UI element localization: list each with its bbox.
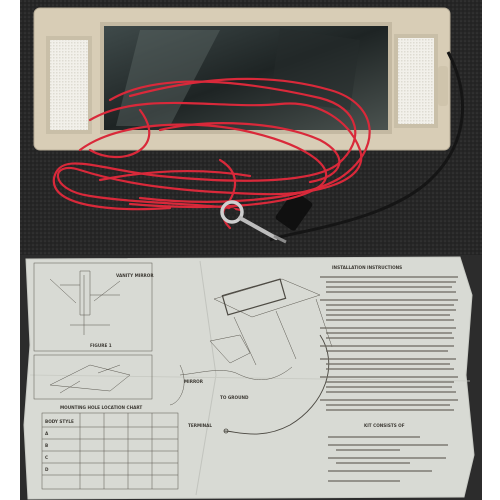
chart-heading: MOUNTING HOLE LOCATION CHART — [60, 405, 142, 410]
instructions-heading: INSTALLATION INSTRUCTIONS — [332, 265, 402, 270]
mounting-hole-chart: MOUNTING HOLE LOCATION CHART BODY STYLE … — [41, 405, 179, 490]
chart-row-label: A — [45, 431, 49, 436]
figure-2-diagram — [33, 354, 153, 400]
figure-1-diagram: VANITY MIRROR FIGURE 1 — [33, 262, 154, 352]
ground-label: TO GROUND — [220, 395, 249, 400]
wire-connector — [275, 191, 313, 231]
chart-row-label: C — [45, 455, 48, 460]
kit-list-lines — [328, 436, 448, 482]
figure-label: FIGURE 1 — [90, 343, 112, 348]
wiring-diagram: TO GROUND TERMINAL MIRROR — [169, 278, 333, 435]
chart-row-label: D — [45, 467, 49, 472]
black-wire — [269, 51, 465, 242]
chart-row-label: B — [45, 443, 48, 448]
instruction-sheet-photo: VANITY MIRROR FIGURE 1 MOUNTING HOLE LOC… — [20, 255, 482, 500]
chart-row-label: BODY STYLE — [45, 419, 74, 424]
instruction-sheet-image: VANITY MIRROR FIGURE 1 MOUNTING HOLE LOC… — [20, 255, 482, 500]
mirror-label: MIRROR — [184, 379, 204, 384]
instructions-column: INSTALLATION INSTRUCTIONS KIT CONSISTS O… — [320, 265, 458, 482]
vanity-mirror-image — [20, 0, 482, 255]
ring-terminal — [220, 200, 287, 244]
kit-heading: KIT CONSISTS OF — [364, 423, 405, 428]
instruction-text-lines — [320, 276, 458, 411]
terminal-label: TERMINAL — [188, 423, 212, 428]
red-wiring — [52, 77, 371, 230]
vanity-label: VANITY MIRROR — [116, 273, 154, 278]
vanity-mirror-photo — [20, 0, 482, 255]
